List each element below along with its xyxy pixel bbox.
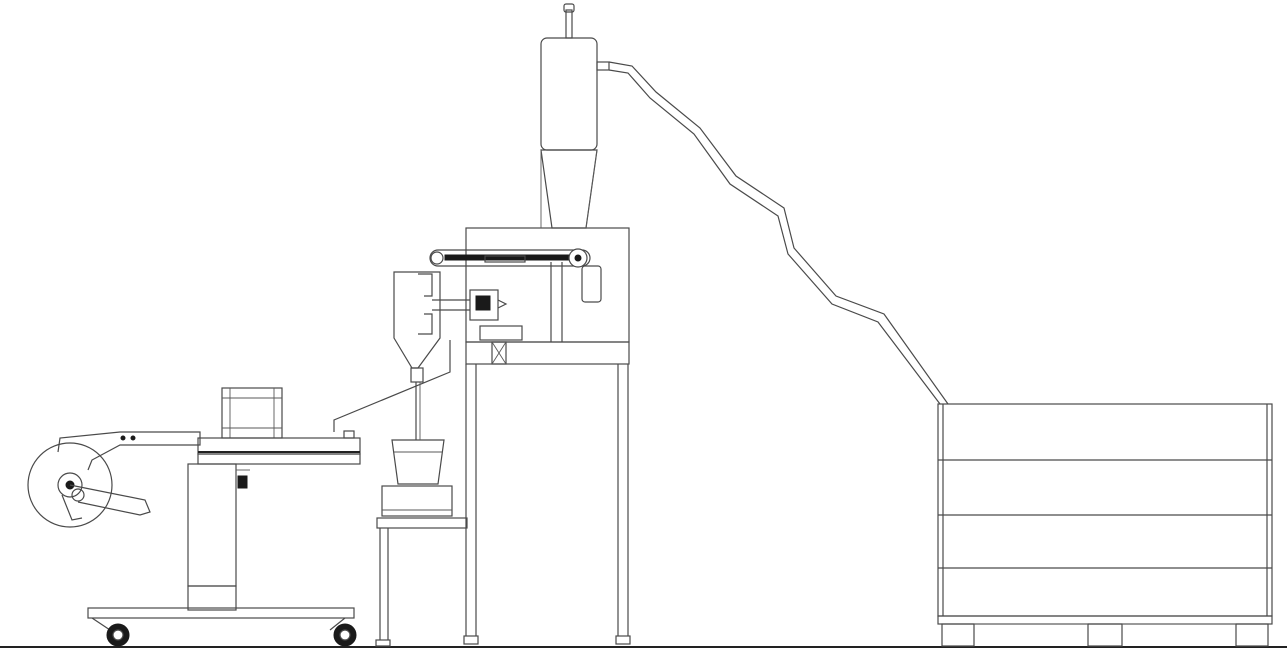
drive-belt (429, 248, 602, 303)
packaging-machine-table (187, 340, 451, 611)
support-frame (463, 227, 631, 645)
film-reel-unwinder (27, 431, 201, 528)
dosing-cyclone (393, 271, 441, 440)
wheeled-base (87, 607, 357, 647)
storage-bin (937, 403, 1273, 647)
conveying-pipe (608, 61, 949, 405)
cup-on-scale (381, 439, 453, 517)
vacuum-receiver (540, 3, 610, 229)
small-weighing-stand (375, 517, 468, 647)
dosing-mechanism (432, 289, 523, 341)
